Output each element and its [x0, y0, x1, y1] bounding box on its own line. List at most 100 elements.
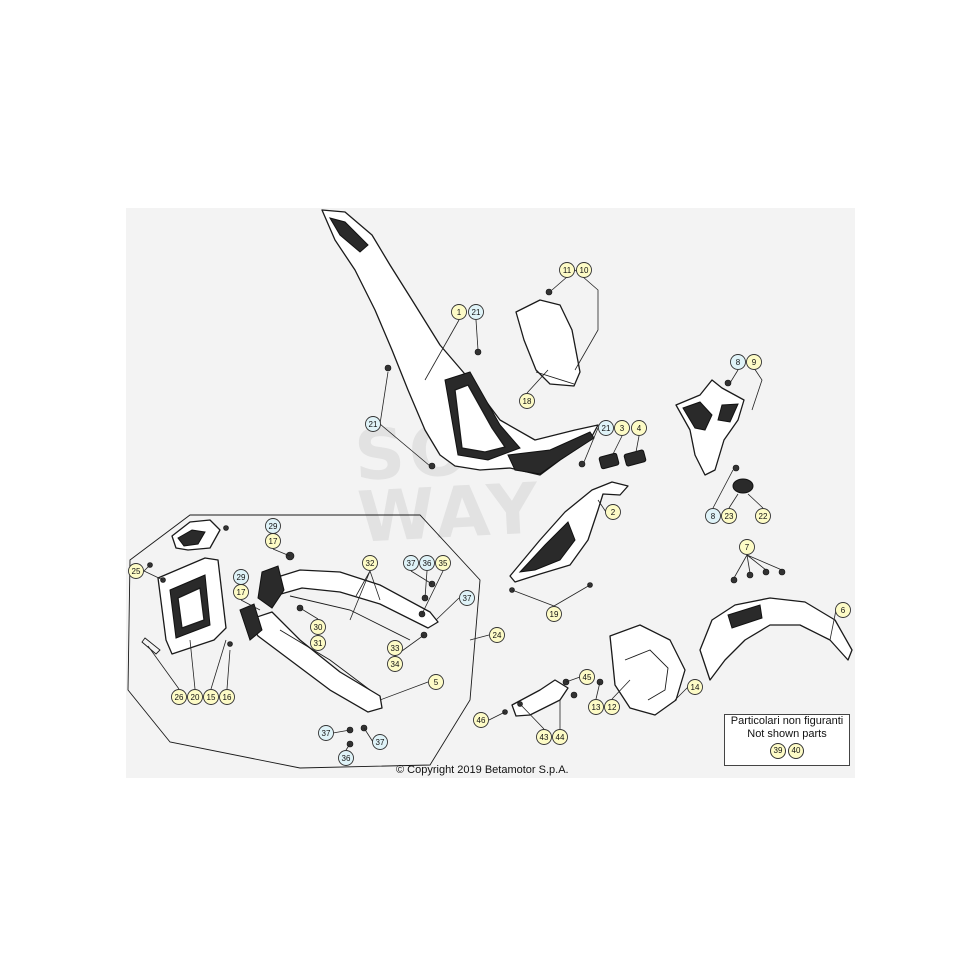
callout-number: 29 — [237, 573, 246, 582]
part-tail-light-lens — [177, 529, 206, 547]
callout-2[interactable]: 2 — [605, 504, 621, 520]
callout-number: 8 — [736, 358, 741, 367]
part-side-panel-18[interactable] — [515, 299, 581, 387]
callout-37[interactable]: 37 — [372, 734, 388, 750]
callout-26[interactable]: 26 — [171, 689, 187, 705]
leader-lines — [143, 269, 837, 751]
callout-33[interactable]: 33 — [387, 640, 403, 656]
callout-46[interactable]: 46 — [473, 712, 489, 728]
callout-7[interactable]: 7 — [739, 539, 755, 555]
callout-12[interactable]: 12 — [604, 699, 620, 715]
callout-16[interactable]: 16 — [219, 689, 235, 705]
callout-number: 16 — [223, 693, 232, 702]
callout-number: 29 — [269, 522, 278, 531]
note-number-badge[interactable]: 39 — [770, 743, 786, 759]
callout-number: 46 — [477, 716, 486, 725]
callout-number: 14 — [691, 683, 700, 692]
callout-number: 26 — [175, 693, 184, 702]
callout-44[interactable]: 44 — [552, 729, 568, 745]
callout-6[interactable]: 6 — [835, 602, 851, 618]
callout-43[interactable]: 43 — [536, 729, 552, 745]
callout-34[interactable]: 34 — [387, 656, 403, 672]
callout-number: 44 — [556, 733, 565, 742]
callout-21[interactable]: 21 — [598, 420, 614, 436]
part-disc-guard-inner — [624, 649, 669, 701]
callout-number: 37 — [376, 738, 385, 747]
callout-number: 24 — [493, 631, 502, 640]
part-subframe-lower[interactable] — [247, 611, 383, 713]
callout-4[interactable]: 4 — [631, 420, 647, 436]
callout-8[interactable]: 8 — [705, 508, 721, 524]
callout-14[interactable]: 14 — [687, 679, 703, 695]
callout-number: 8 — [711, 512, 716, 521]
callout-35[interactable]: 35 — [435, 555, 451, 571]
callout-number: 17 — [237, 588, 246, 597]
diagram-panel — [126, 208, 855, 778]
callout-number: 43 — [540, 733, 549, 742]
callout-15[interactable]: 15 — [203, 689, 219, 705]
callout-17[interactable]: 17 — [265, 533, 281, 549]
callout-number: 36 — [423, 559, 432, 568]
part-rear-fender-tail — [507, 431, 595, 475]
callout-number: 37 — [463, 594, 472, 603]
callout-17[interactable]: 17 — [233, 584, 249, 600]
callout-23[interactable]: 23 — [721, 508, 737, 524]
part-front-fender[interactable] — [699, 597, 853, 681]
callout-number: 18 — [523, 397, 532, 406]
callout-37[interactable]: 37 — [459, 590, 475, 606]
part-disc-guard[interactable] — [609, 624, 686, 716]
callout-18[interactable]: 18 — [519, 393, 535, 409]
callout-11[interactable]: 11 — [559, 262, 575, 278]
copyright-text: © Copyright 2019 Betamotor S.p.A. — [396, 764, 569, 776]
callout-9[interactable]: 9 — [746, 354, 762, 370]
part-rear-fender-window-inner — [454, 384, 506, 453]
callout-19[interactable]: 19 — [546, 606, 562, 622]
callout-20[interactable]: 20 — [187, 689, 203, 705]
callout-22[interactable]: 22 — [755, 508, 771, 524]
callout-number: 11 — [563, 266, 572, 275]
part-headlight-mask[interactable] — [675, 379, 745, 476]
part-plate-holder-window — [177, 587, 205, 629]
callout-10[interactable]: 10 — [576, 262, 592, 278]
callout-number: 34 — [391, 660, 400, 669]
callout-number: 36 — [342, 754, 351, 763]
callout-30[interactable]: 30 — [310, 619, 326, 635]
part-clip-3[interactable] — [598, 452, 620, 470]
callout-number: 30 — [314, 623, 323, 632]
callout-3[interactable]: 3 — [614, 420, 630, 436]
callout-number: 33 — [391, 644, 400, 653]
callout-31[interactable]: 31 — [310, 635, 326, 651]
part-disc-guard-mount — [511, 679, 569, 717]
callout-21[interactable]: 21 — [365, 416, 381, 432]
callout-5[interactable]: 5 — [428, 674, 444, 690]
callout-29[interactable]: 29 — [233, 569, 249, 585]
note-numbers: 39 40 — [725, 743, 849, 759]
callout-13[interactable]: 13 — [588, 699, 604, 715]
callout-number: 20 — [191, 693, 200, 702]
callout-8[interactable]: 8 — [730, 354, 746, 370]
callout-36[interactable]: 36 — [338, 750, 354, 766]
callout-21[interactable]: 21 — [468, 304, 484, 320]
callout-number: 6 — [841, 606, 846, 615]
callout-number: 2 — [611, 508, 616, 517]
callout-32[interactable]: 32 — [362, 555, 378, 571]
part-clip-4[interactable] — [623, 449, 647, 467]
callout-number: 32 — [366, 559, 375, 568]
callout-24[interactable]: 24 — [489, 627, 505, 643]
callout-37[interactable]: 37 — [318, 725, 334, 741]
part-subframe-upper[interactable] — [267, 569, 439, 629]
part-clamp-22[interactable] — [732, 478, 754, 494]
callout-25[interactable]: 25 — [128, 563, 144, 579]
callout-number: 23 — [725, 512, 734, 521]
callout-37[interactable]: 37 — [403, 555, 419, 571]
note-number-badge[interactable]: 40 — [788, 743, 804, 759]
callout-number: 9 — [752, 358, 757, 367]
callout-45[interactable]: 45 — [579, 669, 595, 685]
callout-number: 21 — [602, 424, 611, 433]
callout-1[interactable]: 1 — [451, 304, 467, 320]
callout-36[interactable]: 36 — [419, 555, 435, 571]
fasteners — [147, 288, 786, 748]
callout-29[interactable]: 29 — [265, 518, 281, 534]
